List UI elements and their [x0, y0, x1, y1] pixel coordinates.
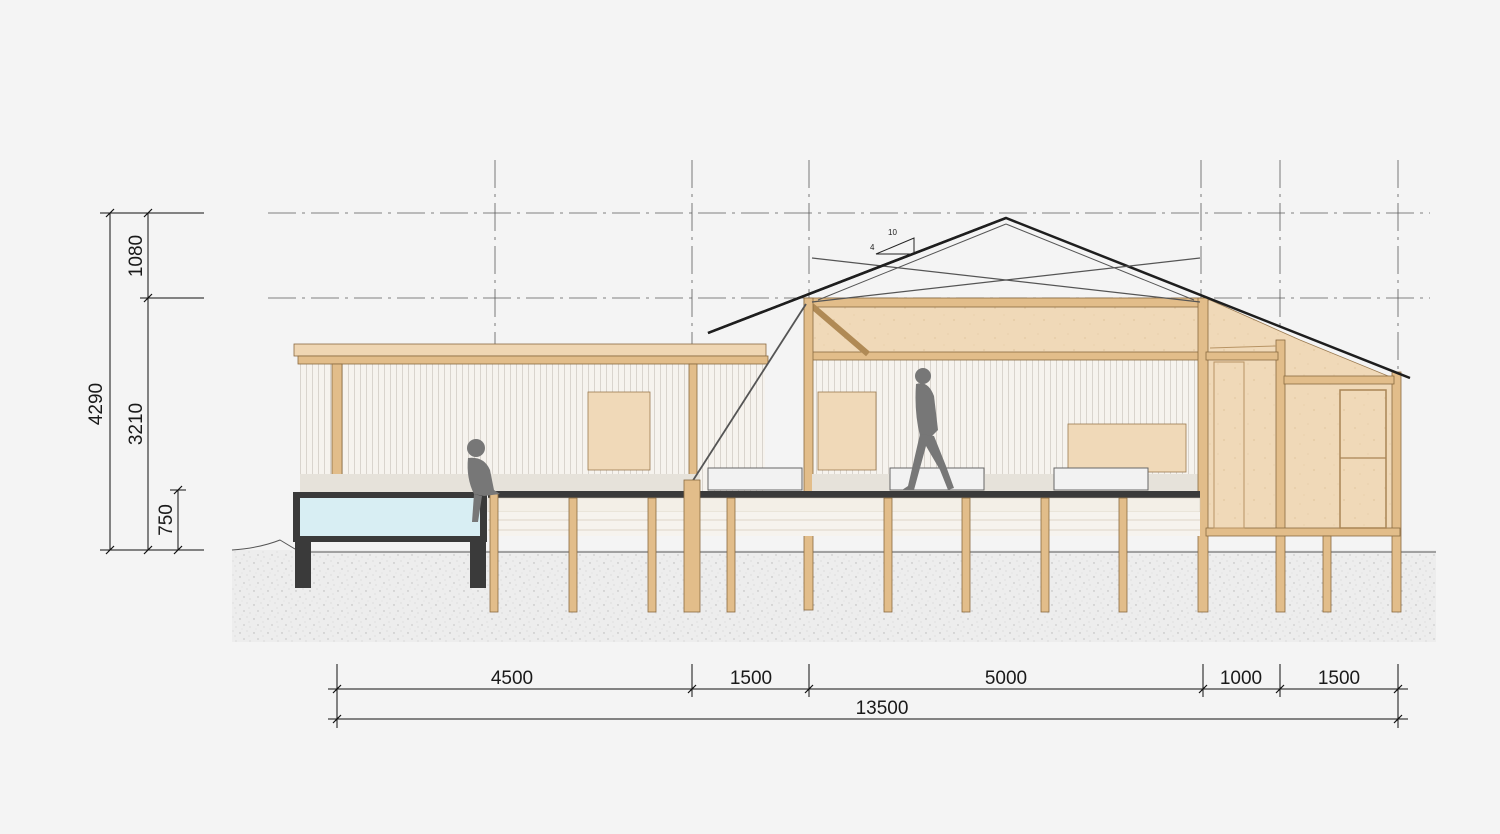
dim-span-1: 4500 — [491, 668, 533, 689]
bath — [293, 492, 487, 588]
ground — [231, 539, 1436, 642]
vertical-dimensions: 4290 1080 3210 750 — [86, 208, 204, 555]
wall-panel — [817, 391, 877, 471]
dim-span-4: 1000 — [1220, 668, 1262, 689]
right-room — [1197, 297, 1402, 613]
dim-total-height: 4290 — [86, 383, 107, 425]
horizontal-dimensions: 4500 1500 5000 1000 1500 13500 — [328, 664, 1408, 728]
slope-indicator: 4 10 — [870, 228, 915, 255]
wall-panel — [1067, 423, 1187, 473]
tension-cable — [691, 303, 807, 483]
dim-roof-rise: 1080 — [126, 235, 147, 277]
wall-panel — [587, 391, 651, 471]
benches — [707, 467, 1149, 491]
bench — [1053, 467, 1149, 491]
door — [1339, 389, 1387, 529]
slope-run: 10 — [888, 228, 897, 237]
roof — [707, 216, 1411, 380]
dim-eave-height: 3210 — [126, 403, 147, 445]
bench — [707, 467, 803, 491]
slope-rise: 4 — [870, 243, 875, 252]
dim-floor-height: 750 — [156, 504, 177, 536]
person-sitting — [467, 439, 500, 522]
deck — [487, 491, 1201, 536]
middle-pavilion — [803, 297, 1207, 611]
dim-span-3: 5000 — [985, 668, 1027, 689]
piles — [489, 479, 1332, 613]
person-walking — [902, 368, 954, 490]
dim-span-5: 1500 — [1318, 668, 1360, 689]
left-pavilion — [293, 343, 769, 493]
dim-span-2: 1500 — [730, 668, 772, 689]
bench — [889, 467, 985, 491]
dim-total-length: 13500 — [856, 698, 909, 719]
